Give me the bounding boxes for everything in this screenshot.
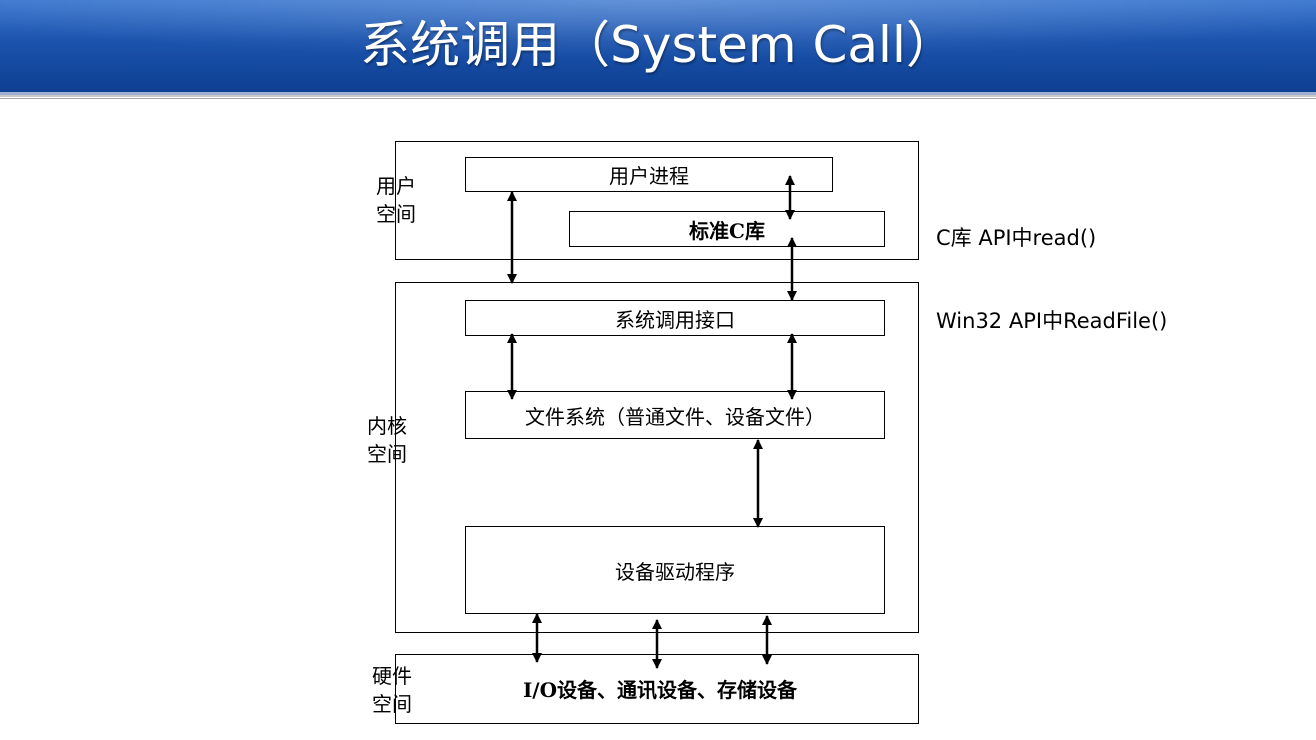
slide-header: 系统调用（System Call）	[0, 0, 1316, 92]
win32-api-annotation: Win32 API中ReadFile()	[936, 309, 1168, 333]
std-c-lib-box: 标准C库	[569, 211, 885, 247]
c-lib-api-annotation: C库 API中read()	[936, 226, 1097, 250]
user-space-label: 用户 空间	[376, 174, 416, 226]
header-rule	[0, 98, 1316, 99]
header-rule	[0, 92, 1316, 95]
file-system-box: 文件系统（普通文件、设备文件）	[465, 391, 885, 439]
hardware-devices-label: I/O设备、通讯设备、存储设备	[522, 677, 798, 702]
slide-title: 系统调用（System Call）	[360, 16, 956, 74]
hardware-space-label: 硬件 空间	[372, 664, 412, 716]
user-process-box: 用户进程	[465, 157, 833, 192]
header-rule	[0, 95, 1316, 97]
syscall-interface-box: 系统调用接口	[465, 300, 885, 336]
kernel-space-label: 内核 空间	[367, 414, 407, 466]
device-driver-box: 设备驱动程序	[465, 526, 885, 614]
